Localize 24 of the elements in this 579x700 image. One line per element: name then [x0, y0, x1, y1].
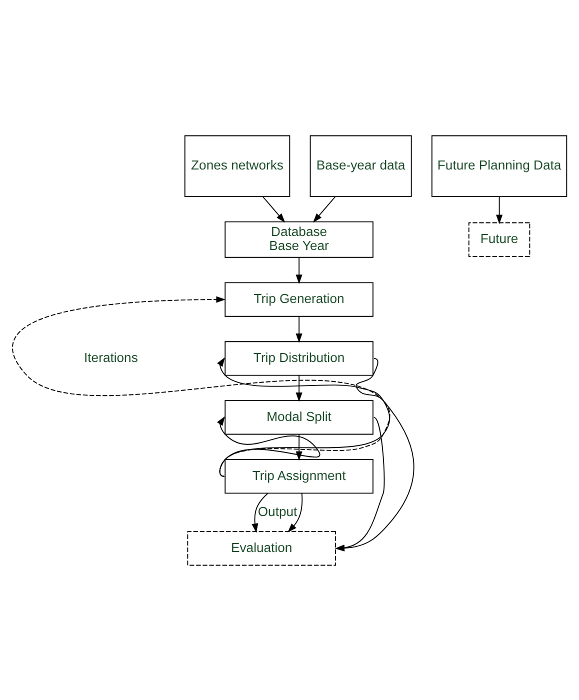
node-box: Trip Assignment [224, 458, 374, 494]
arrow [288, 492, 303, 532]
node-box: Evaluation [187, 530, 336, 566]
node-box: Trip Generation [224, 282, 374, 316]
node-box: Future Planning Data [431, 134, 568, 197]
arrow [217, 416, 320, 476]
arrow [12, 296, 390, 476]
arrow [296, 316, 302, 342]
arrow [262, 196, 286, 222]
node-box: Future [468, 222, 530, 256]
edge-label: Output [258, 503, 298, 518]
arrow [217, 356, 390, 476]
arrow [335, 416, 385, 551]
label: Iterations [84, 349, 138, 364]
arrow [252, 492, 268, 532]
arrow [312, 196, 336, 222]
node-box: Trip Distribution [224, 340, 374, 376]
arrow [296, 374, 302, 402]
node-box: Zones networks [184, 134, 290, 197]
arrow [496, 196, 503, 224]
node-box: Database Base Year [224, 220, 374, 258]
node-box: Modal Split [224, 400, 374, 434]
node-box: Base-year data [310, 134, 412, 197]
arrow [296, 256, 302, 284]
